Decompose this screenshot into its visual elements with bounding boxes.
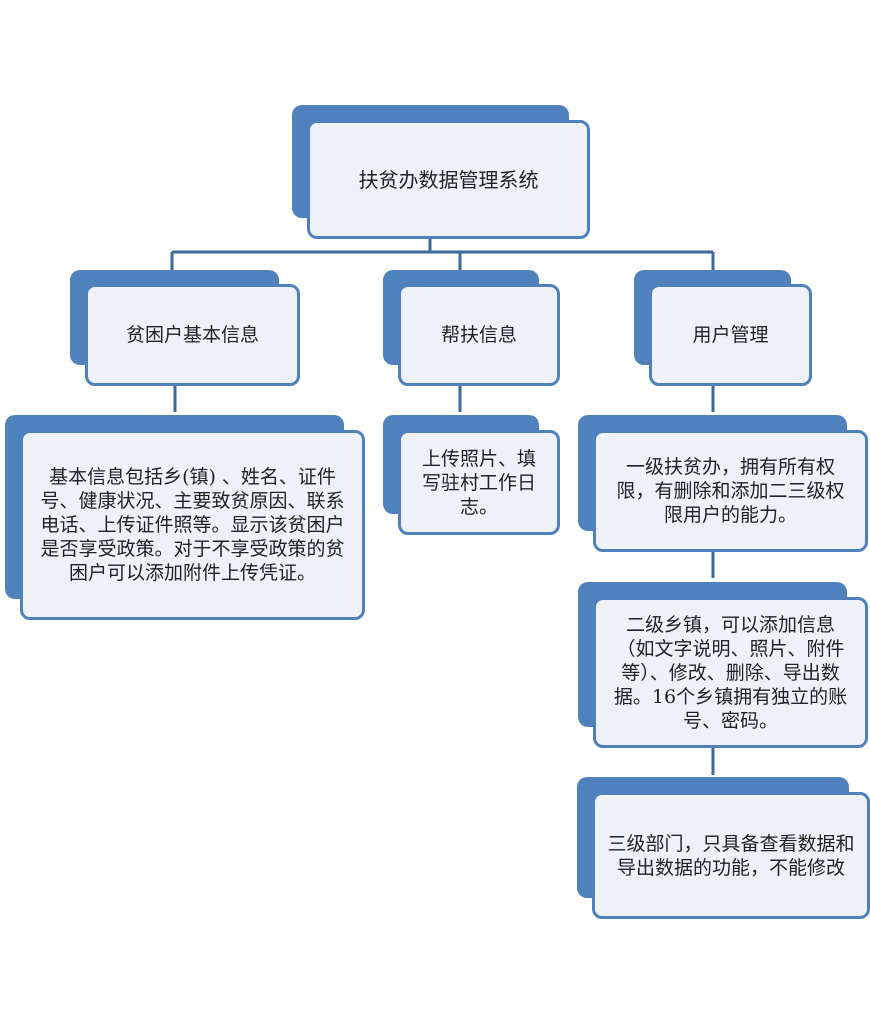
branch-node-label: 贫困户基本信息 xyxy=(85,284,300,386)
root-node-label: 扶贫办数据管理系统 xyxy=(307,120,590,239)
root-node: 扶贫办数据管理系统 xyxy=(292,105,590,239)
detail-node-level-1: 一级扶贫办，拥有所有权限，有删除和添加二三级权限用户的能力。 xyxy=(578,415,868,552)
detail-node-text: 上传照片、填写驻村工作日志。 xyxy=(398,430,560,535)
branch-node-assistance-info: 帮扶信息 xyxy=(383,270,560,386)
detail-node-assistance: 上传照片、填写驻村工作日志。 xyxy=(383,415,560,535)
detail-node-text: 基本信息包括乡(镇) 、姓名、证件号、健康状况、主要致贫原因、联系电话、上传证件… xyxy=(20,430,365,620)
detail-node-level-3: 三级部门，只具备查看数据和导出数据的功能，不能修改 xyxy=(577,777,870,919)
branch-node-poor-household-info: 贫困户基本信息 xyxy=(70,270,300,386)
detail-node-level-2: 二级乡镇，可以添加信息（如文字说明、照片、附件等）、修改、删除、导出数据。16个… xyxy=(578,582,868,748)
branch-node-user-management: 用户管理 xyxy=(634,270,812,386)
detail-node-text: 一级扶贫办，拥有所有权限，有删除和添加二三级权限用户的能力。 xyxy=(593,430,868,552)
detail-node-basic-info: 基本信息包括乡(镇) 、姓名、证件号、健康状况、主要致贫原因、联系电话、上传证件… xyxy=(5,415,365,620)
branch-node-label: 用户管理 xyxy=(649,284,812,386)
detail-node-text: 二级乡镇，可以添加信息（如文字说明、照片、附件等）、修改、删除、导出数据。16个… xyxy=(593,597,868,748)
detail-node-text: 三级部门，只具备查看数据和导出数据的功能，不能修改 xyxy=(592,792,870,919)
branch-node-label: 帮扶信息 xyxy=(398,284,560,386)
